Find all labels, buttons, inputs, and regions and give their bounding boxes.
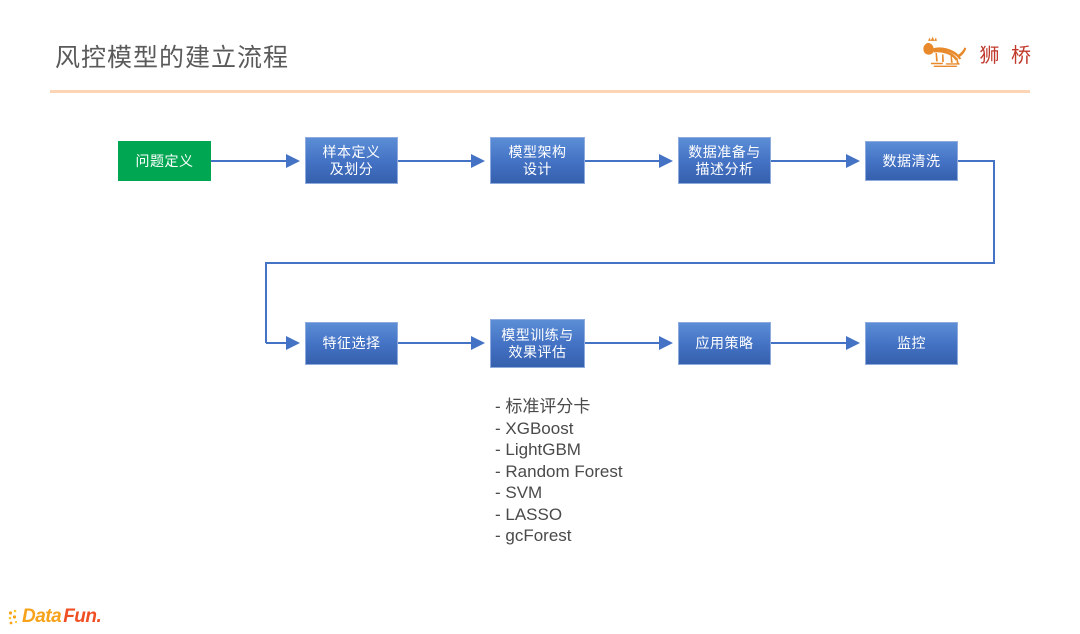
list-item: - 标准评分卡 <box>495 397 591 416</box>
flow-node-problem-definition[interactable]: 问题定义 <box>118 141 211 181</box>
method-list: - 标准评分卡 - XGBoost - LightGBM - Random Fo… <box>495 396 623 547</box>
datafun-logo-data-text: Data <box>22 606 62 627</box>
title-divider <box>50 90 1030 93</box>
flow-node-sample-definition[interactable]: 样本定义 及划分 <box>305 137 398 184</box>
datafun-logo-fun-text: Fun. <box>63 606 102 627</box>
flow-node-model-architecture[interactable]: 模型架构 设计 <box>490 137 585 184</box>
brand-logo: 狮 桥 <box>915 36 1034 70</box>
list-item: - Random Forest <box>495 461 623 481</box>
flow-node-data-preparation[interactable]: 数据准备与 描述分析 <box>678 137 771 184</box>
flow-node-application-strategy[interactable]: 应用策略 <box>678 322 771 365</box>
list-item: - LightGBM <box>495 440 581 459</box>
flow-node-data-cleaning[interactable]: 数据清洗 <box>865 141 958 181</box>
flow-node-monitoring[interactable]: 监控 <box>865 322 958 365</box>
list-item: - SVM <box>495 483 543 502</box>
page-title: 风控模型的建立流程 <box>55 44 290 72</box>
list-item: - XGBoost <box>495 418 574 438</box>
flow-node-model-training[interactable]: 模型训练与 效果评估 <box>490 319 585 368</box>
datafun-dots-icon <box>8 609 18 625</box>
lion-logo-icon <box>923 36 967 67</box>
list-item: - gcForest <box>495 526 572 545</box>
flow-node-feature-selection[interactable]: 特征选择 <box>305 322 398 365</box>
brand-name: 狮 桥 <box>979 44 1034 67</box>
list-item: - LASSO <box>495 504 563 524</box>
